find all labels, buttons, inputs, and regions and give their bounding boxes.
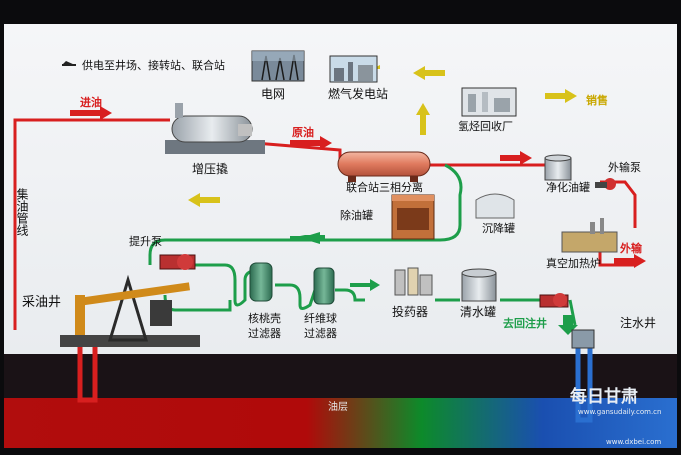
label-settle-tank: 沉降罐 [482, 221, 515, 235]
label-injection-well: 注水井 [620, 315, 656, 330]
label-lift-pump: 提升泵 [129, 235, 162, 248]
oil-removal-tank [391, 194, 435, 240]
label-gas-power: 燃气发电站 [328, 86, 388, 101]
injection-well-pipe [575, 345, 593, 423]
label-purified-tank: 净化油罐 [546, 180, 590, 194]
label-clear-tank: 清水罐 [460, 305, 496, 319]
label-grid: 电网 [261, 87, 285, 101]
injection-pump [539, 293, 569, 308]
label-in-oil: 进油 [80, 95, 102, 109]
booster-skid-icon [165, 103, 265, 154]
label-oil-removal-tank: 除油罐 [340, 208, 373, 222]
reservoir-band [4, 398, 677, 448]
label-booster: 增压撬 [192, 162, 228, 176]
watermark-url: www.gansudaily.com.cn [578, 408, 661, 416]
label-gathering-line: 集油管线 [15, 187, 29, 236]
three-phase-separator [337, 151, 431, 182]
label-vacuum-furnace: 真空加热炉 [546, 256, 601, 270]
gas-power-station-icon [329, 55, 378, 83]
export-pump [595, 178, 616, 190]
label-layer: 油层 [328, 400, 348, 413]
label-crude: 原油 [292, 125, 314, 139]
purified-tank [544, 154, 572, 181]
lift-pump [159, 254, 196, 270]
watermark: 每日甘肃 www.gansudaily.com.cn www.dxbei.com [570, 386, 661, 446]
label-to-injection-well: 去回注井 [503, 316, 547, 330]
grid-icon [251, 50, 305, 82]
label-gathering-line-text: 集油管线 [15, 187, 29, 236]
label-hydrocarbon-recovery: 氢烃回收厂 [458, 119, 513, 133]
label-power-supply: 供电至井场、接转站、联合站 [82, 58, 225, 72]
watermark-brand: 每日甘肃 [570, 386, 638, 407]
label-walnut-filter: 核桃壳过滤器 [248, 311, 281, 340]
flow-arrows [62, 61, 646, 335]
label-export-pump: 外输泵 [608, 160, 641, 174]
label-dosing: 投药器 [392, 304, 428, 319]
label-fiber-filter: 纤维球过滤器 [304, 311, 337, 340]
label-production-well: 采油井 [22, 295, 61, 310]
pumpjack-icon [60, 274, 200, 347]
label-separator: 联合站三相分离 [346, 180, 423, 194]
clear-water-tank [461, 268, 497, 302]
vacuum-heating-furnace [561, 218, 618, 253]
watermark-sub: www.dxbei.com [606, 438, 661, 446]
fiber-ball-filter [313, 267, 335, 305]
settle-tank [475, 193, 515, 219]
hydrocarbon-recovery-icon [461, 87, 517, 117]
injection-wellhead-icon [571, 329, 595, 349]
label-export-sale: 销售 [586, 93, 608, 107]
walnut-shell-filter [249, 262, 273, 302]
oil-well-pipe [77, 345, 98, 403]
dosing-unit [394, 267, 433, 296]
water-pipeline [148, 163, 577, 326]
label-export: 外输 [619, 241, 643, 255]
